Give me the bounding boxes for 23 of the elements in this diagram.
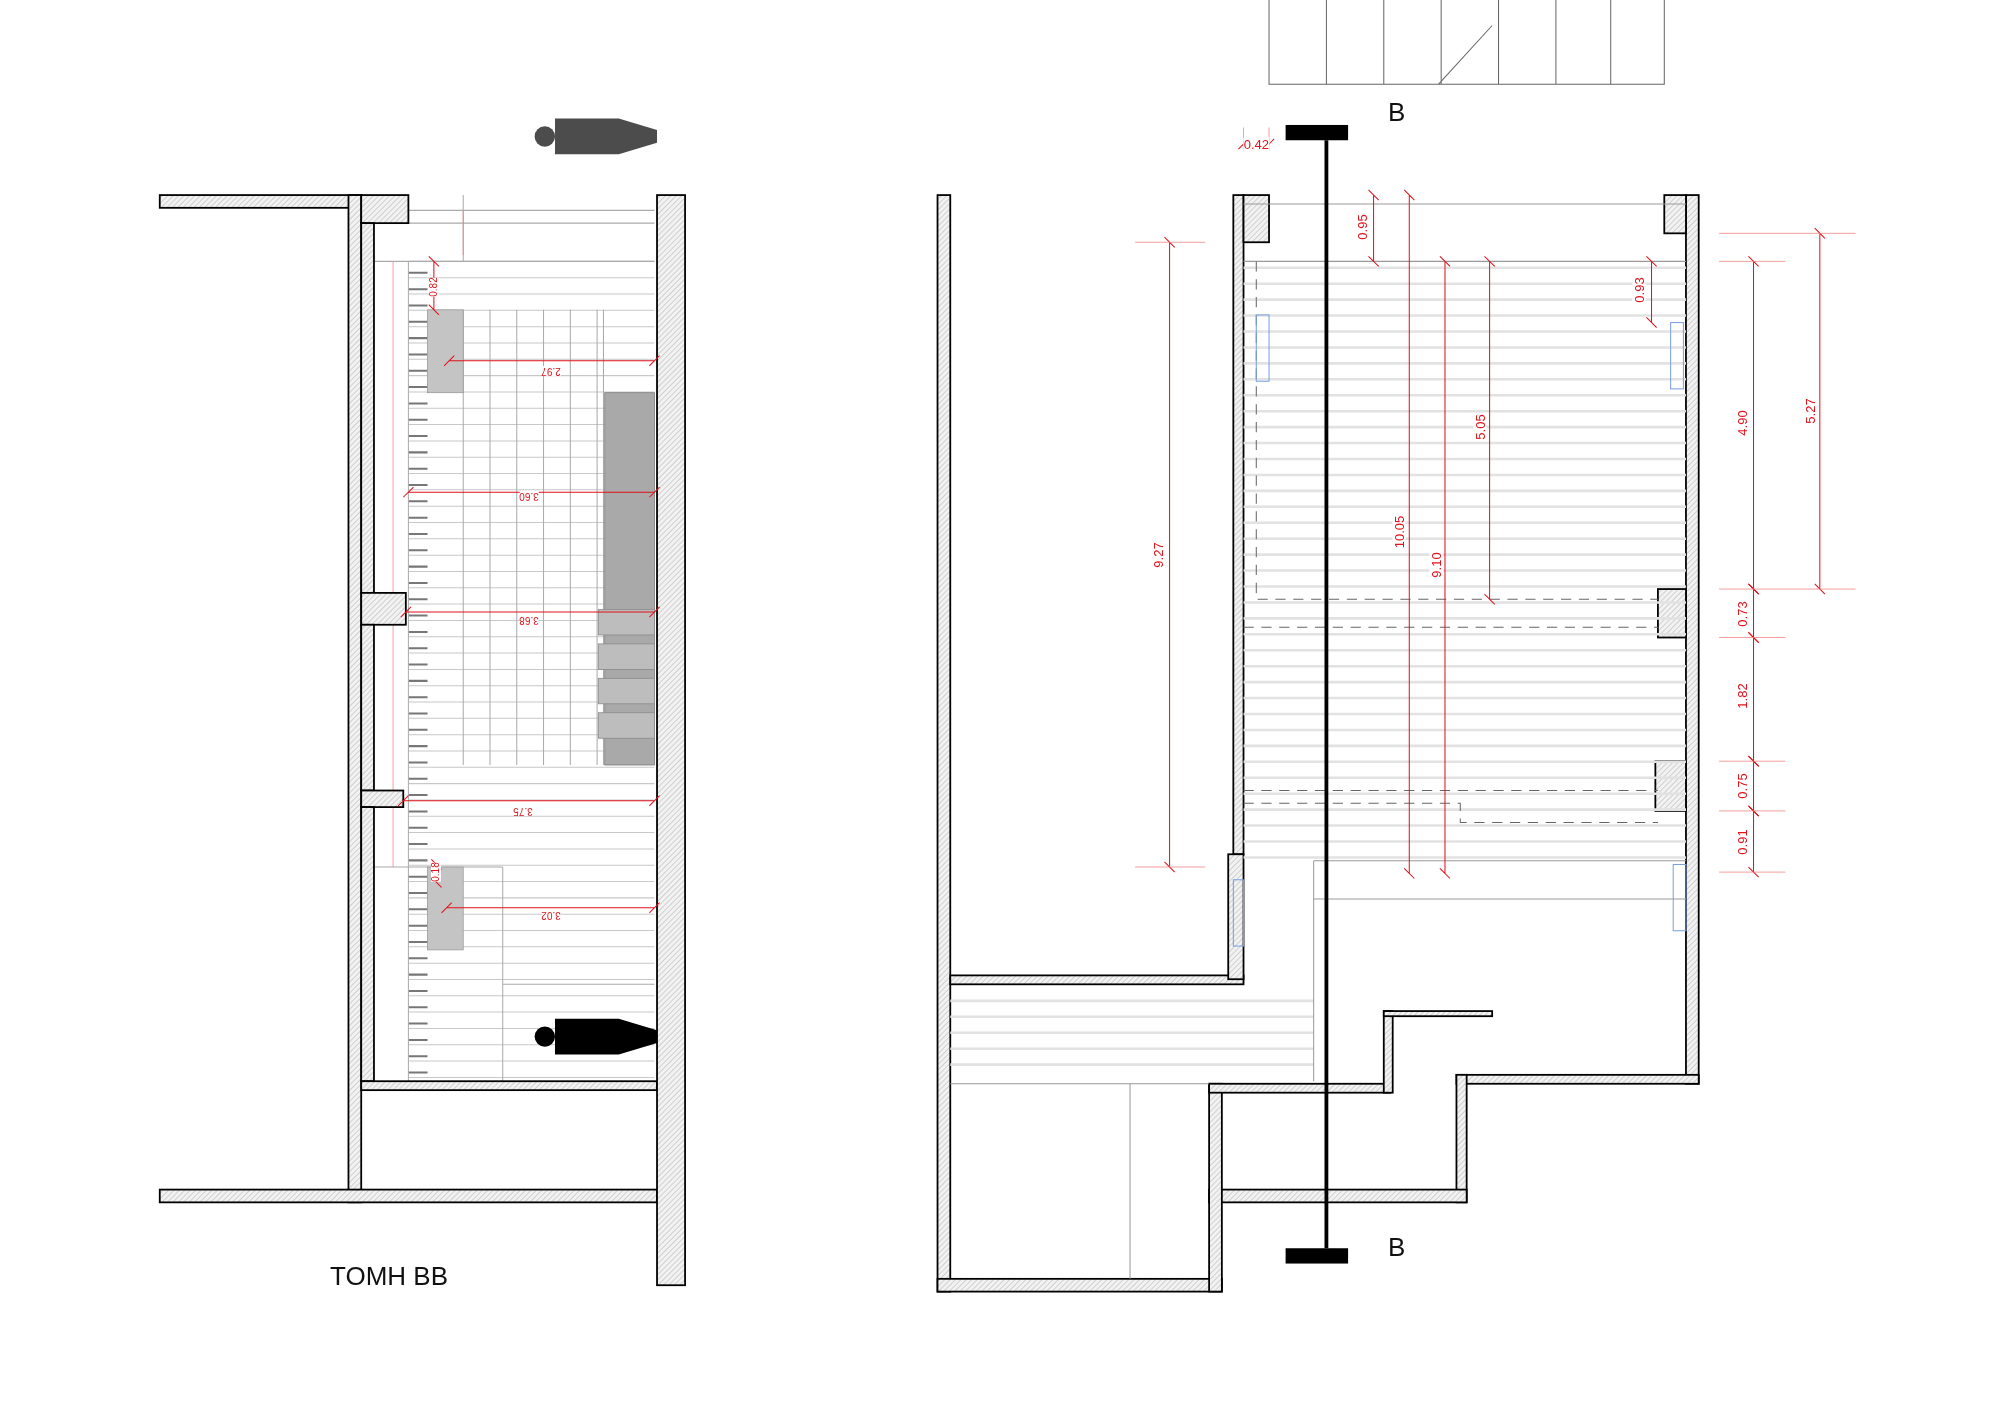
dimension-value: 0.91	[1735, 829, 1749, 855]
dimension-value: 1.82	[1735, 683, 1749, 710]
dimension-value: 3.75	[513, 806, 533, 817]
dimension-value: 4.90	[1735, 410, 1749, 437]
dimension-value: 9.27	[1151, 542, 1165, 568]
dimension-value: 9.10	[1429, 552, 1443, 578]
drawing-title: ΤΟΜΗ ΒΒ	[330, 1262, 448, 1289]
dimension-value: 0.75	[1735, 773, 1749, 799]
dimension-value: 5.27	[1803, 398, 1817, 424]
section-label: B	[1388, 99, 1406, 126]
dimension-value: 0.95	[1355, 214, 1369, 240]
section-label: B	[1388, 1234, 1406, 1261]
dimension-value: 0.42	[1243, 137, 1270, 151]
dimension-value: 0.73	[1735, 600, 1749, 627]
dimension-value: 5.05	[1473, 414, 1487, 440]
dimension-value: 3.60	[519, 491, 540, 502]
dimension-value: 3.68	[519, 614, 540, 625]
dimension-value: 0.18	[431, 862, 442, 883]
dimension-value: 0.82	[428, 277, 439, 297]
dimension-value: 10.05	[1392, 515, 1406, 549]
dimension-value: 0.93	[1632, 276, 1646, 303]
dimension-value: 2.97	[541, 366, 561, 377]
dimension-value: 3.02	[541, 909, 561, 920]
